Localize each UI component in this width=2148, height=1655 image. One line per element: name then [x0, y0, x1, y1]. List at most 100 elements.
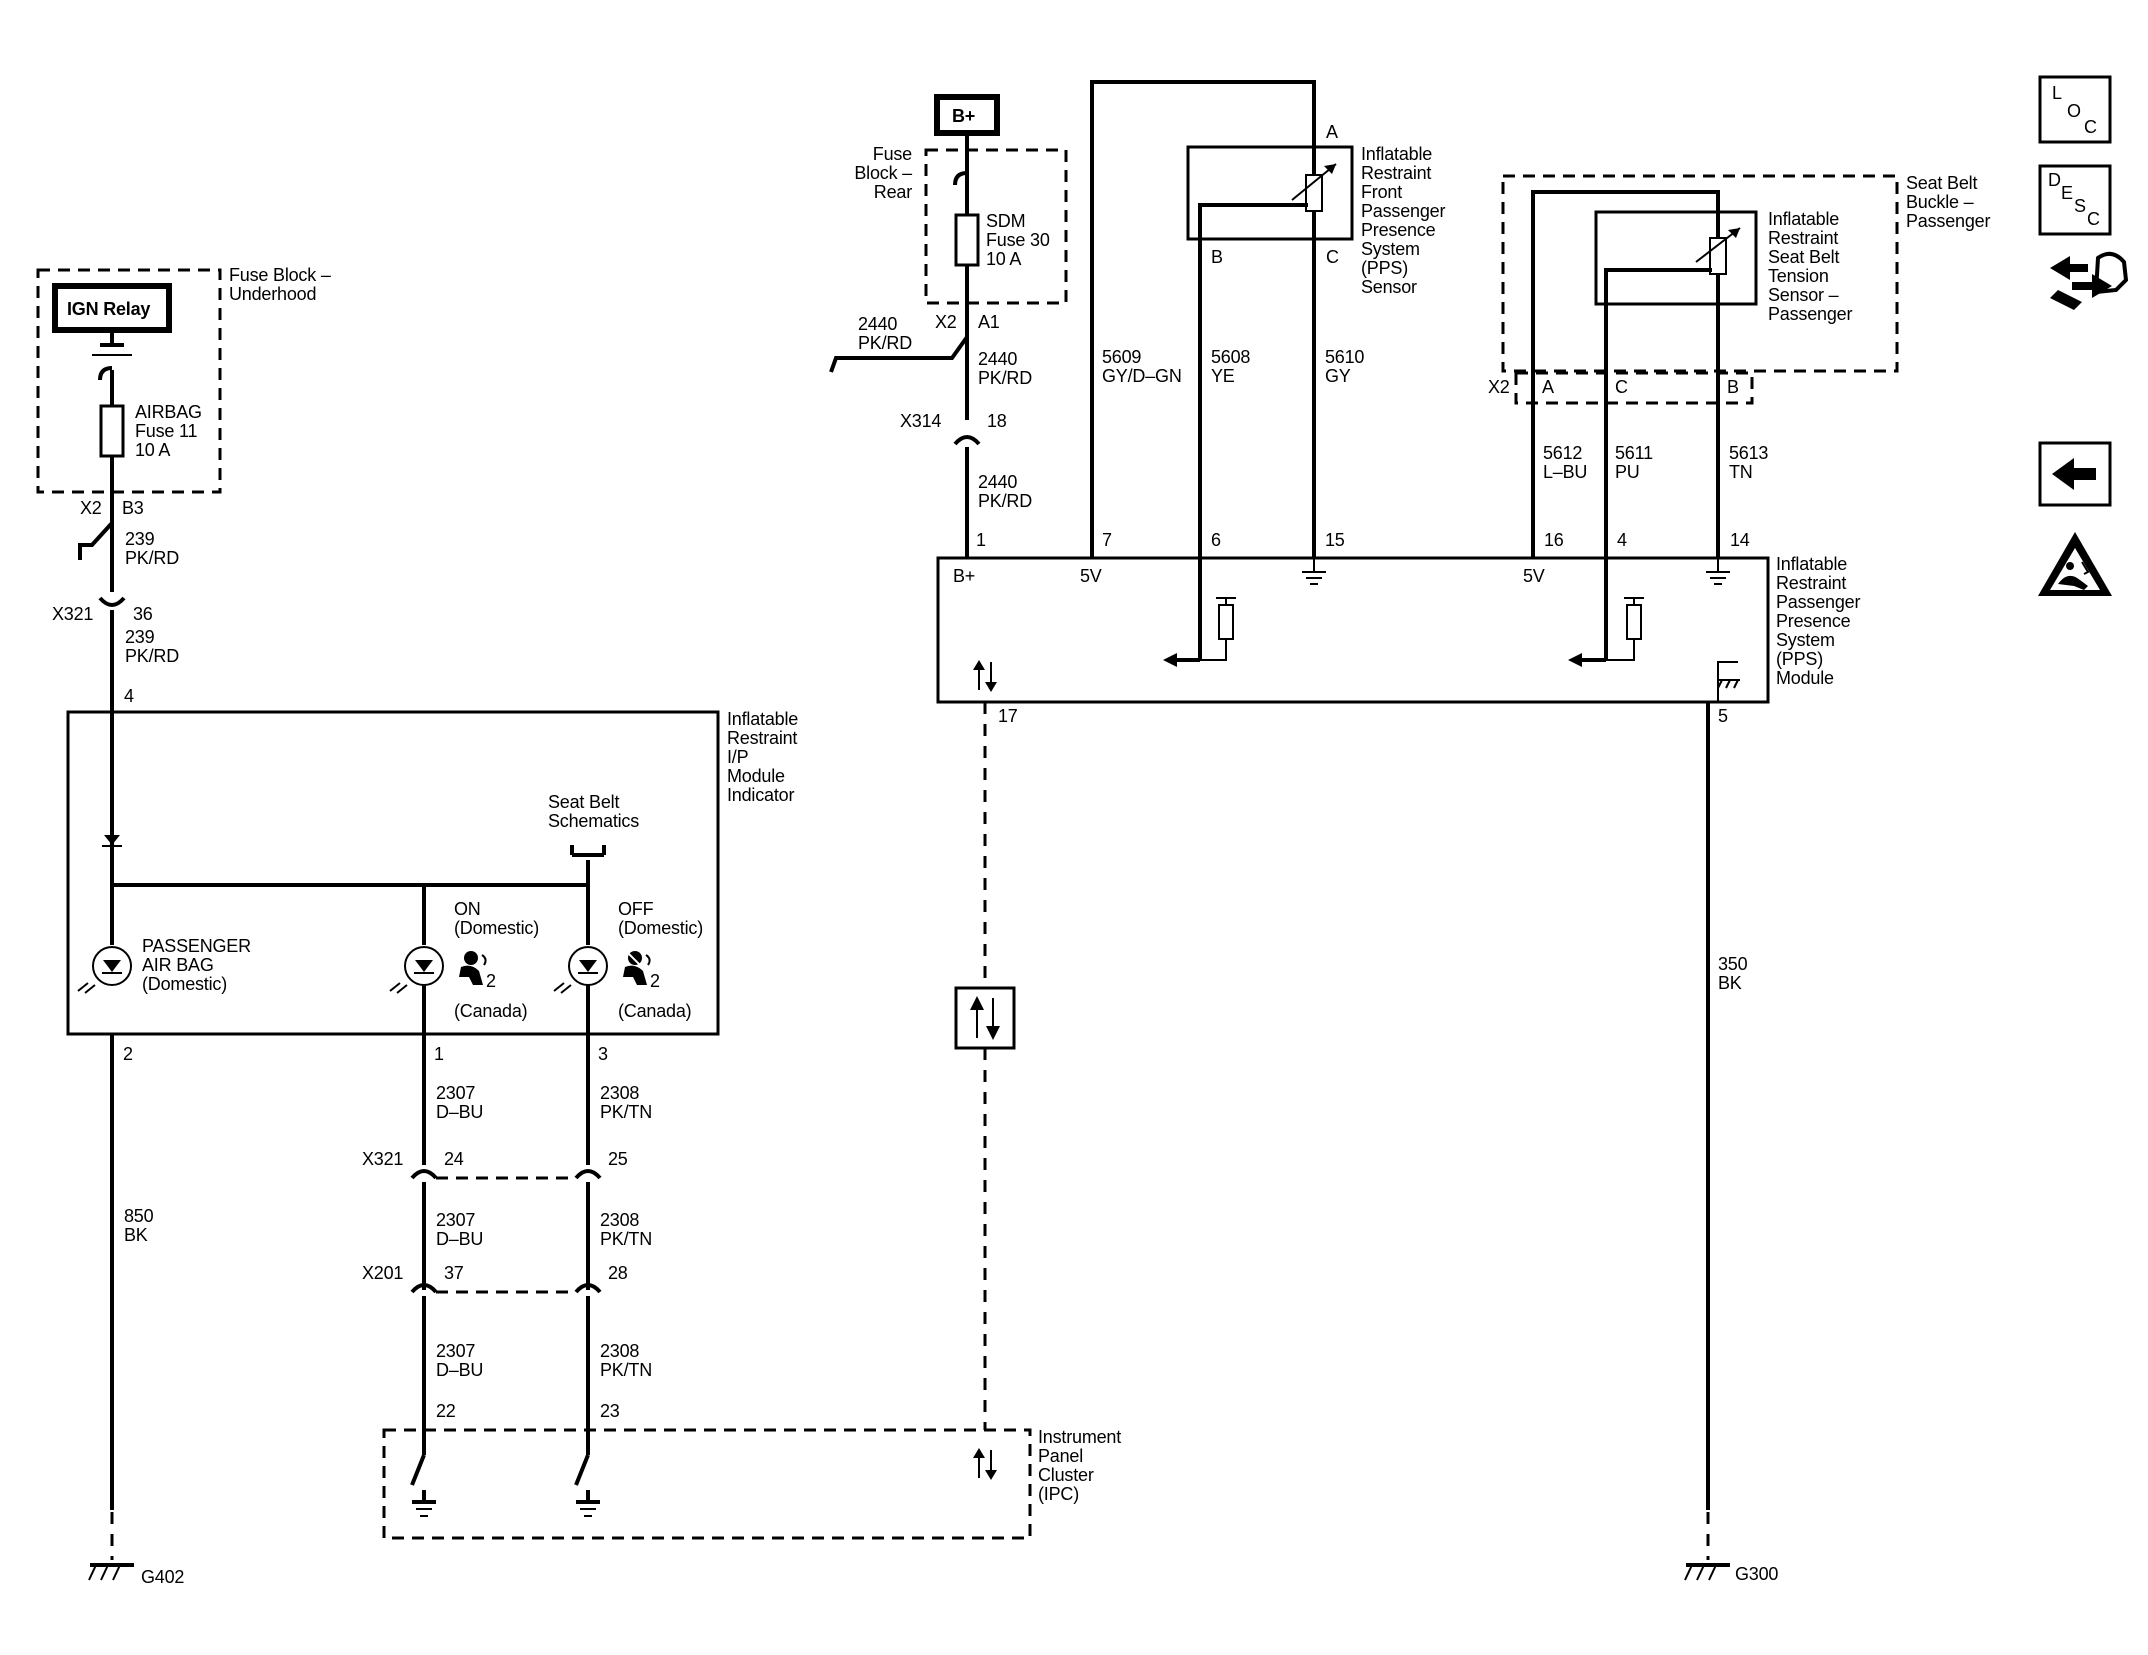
pin-b3: B3 [122, 498, 144, 518]
pullup-resistor-4-icon [1568, 558, 1644, 667]
pps-pin-5: 5 [1718, 706, 1728, 726]
ground-symbol-14-icon [1706, 558, 1730, 585]
belt-term-c: C [1615, 377, 1628, 397]
pin-24: 24 [444, 1149, 464, 1169]
chassis-ground-icon [1717, 661, 1740, 702]
pin-1-ip: 1 [434, 1044, 444, 1064]
pps-term-c: C [1326, 247, 1339, 267]
airbag-on-symbol-icon: 2 [459, 951, 496, 991]
ign-relay-label: IGN Relay [67, 299, 150, 319]
ipc-data-arrows-icon [973, 1448, 997, 1480]
conn-x321-ip: X321 [362, 1149, 403, 1169]
desc-letter-c: C [2087, 209, 2100, 229]
canada-off-label: (Canada) [618, 1001, 691, 1021]
loc-icon[interactable]: L O C [2038, 75, 2112, 144]
off-lamp-icon [553, 946, 608, 994]
desc-letter-d: D [2048, 170, 2061, 190]
desc-icon[interactable]: D E S C [2038, 164, 2112, 236]
conn-x2-belt: X2 [1488, 377, 1510, 397]
off-domestic-label: OFF(Domestic) [618, 899, 703, 938]
pps-pin-16: 16 [1544, 530, 1564, 550]
esd-warning-icon[interactable] [2038, 532, 2112, 596]
pps-pin-15: 15 [1325, 530, 1345, 550]
pin-18: 18 [987, 411, 1007, 431]
pps-term-b: B [1211, 247, 1223, 267]
back-arrow-icon[interactable] [2038, 441, 2112, 507]
ground-g402-icon [88, 1563, 134, 1581]
pin-2-left: 2 [123, 1044, 133, 1064]
b-plus-source: B+ [934, 94, 1000, 215]
pps-b-plus-label: B+ [953, 566, 975, 586]
airbag-off-symbol-icon: 2 [623, 949, 660, 991]
belt-term-a: A [1542, 377, 1554, 397]
ground-g300-icon [1684, 1563, 1730, 1581]
passenger-air-bag-lamp-icon [77, 946, 132, 994]
pin-22: 22 [436, 1401, 456, 1421]
connector-icon[interactable] [2050, 251, 2129, 310]
ground-g300-label: G300 [1735, 1564, 1778, 1584]
off-icon-sub: 2 [650, 971, 660, 991]
pps-5v-right-label: 5V [1523, 566, 1545, 586]
pin-23: 23 [600, 1401, 620, 1421]
pps-pin-6: 6 [1211, 530, 1221, 550]
pin-36: 36 [133, 604, 153, 624]
b-plus-top-label: B+ [952, 106, 975, 126]
ipc-switch-2-icon [574, 1454, 600, 1517]
on-lamp-icon [389, 946, 444, 994]
conn-x201: X201 [362, 1263, 403, 1283]
pin-28: 28 [608, 1263, 628, 1283]
conn-x2-center: X2 [935, 312, 957, 332]
serial-data-arrows-icon [970, 996, 1000, 1040]
pin-4-left: 4 [124, 686, 134, 706]
pin-37: 37 [444, 1263, 464, 1283]
desc-letter-e: E [2061, 183, 2073, 203]
on-icon-sub: 2 [486, 971, 496, 991]
pps-pin-4: 4 [1617, 530, 1627, 550]
pin-17: 17 [998, 706, 1018, 726]
pin-a1: A1 [978, 312, 1000, 332]
loc-letter-c: C [2084, 117, 2097, 137]
conn-x2-left: X2 [80, 498, 102, 518]
ground-g402-label: G402 [141, 1567, 184, 1587]
pps-term-a: A [1326, 122, 1338, 142]
conn-x321-left: X321 [52, 604, 93, 624]
canada-on-label: (Canada) [454, 1001, 527, 1021]
pullup-resistor-6-icon [1163, 558, 1236, 667]
pps-data-arrows-icon [973, 660, 997, 692]
conn-x314: X314 [900, 411, 941, 431]
pps-pin-1: 1 [976, 530, 986, 550]
on-domestic-label: ON(Domestic) [454, 899, 539, 938]
